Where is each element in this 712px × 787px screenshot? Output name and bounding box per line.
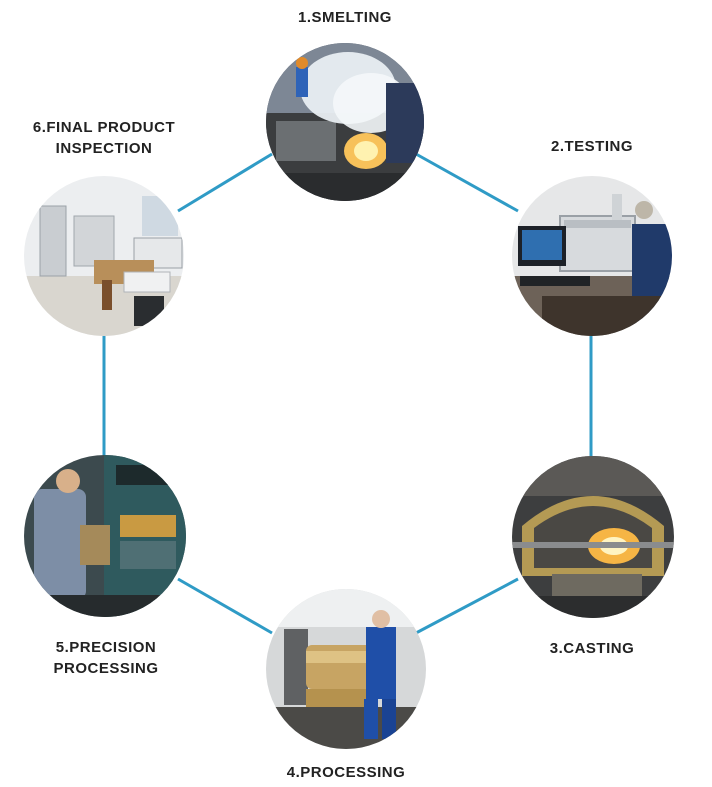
step-label-inspection-line-2: INSPECTION	[55, 140, 153, 157]
centrifugal-casting-photo	[512, 456, 674, 618]
connector-1-2	[415, 152, 519, 213]
smelting-photo-circle	[266, 43, 424, 201]
step-label-processing: 4.PROCESSING	[286, 764, 406, 781]
step-label-casting: 3.CASTING	[549, 640, 635, 657]
step-label-testing: 2.TESTING	[550, 138, 633, 155]
casting-photo-circle	[512, 456, 674, 618]
connector-4-5	[177, 577, 273, 635]
step-label-final-product-inspection: 6.FINAL PRODUCT INSPECTION	[18, 117, 190, 159]
testing-photo-circle	[512, 176, 672, 336]
step-label-inspection-line-1: 6.FINAL PRODUCT	[32, 119, 176, 136]
connector-3-4	[415, 577, 519, 635]
precision-machining-photo	[24, 455, 186, 617]
precision-photo-circle	[24, 455, 186, 617]
step-label-precision-processing: 5.PRECISION PROCESSING	[24, 637, 188, 679]
lathe-processing-photo	[266, 589, 426, 749]
processing-photo-circle	[266, 589, 426, 749]
spectrometer-testing-photo	[512, 176, 672, 336]
inspection-lab-photo	[24, 176, 184, 336]
inspection-photo-circle	[24, 176, 184, 336]
furnace-smelting-photo	[266, 43, 424, 201]
step-label-precision-line-2: PROCESSING	[53, 660, 159, 677]
step-label-precision-line-1: 5.PRECISION	[55, 639, 157, 656]
connector-6-1	[177, 152, 273, 213]
step-label-smelting: 1.SMELTING	[298, 9, 392, 26]
